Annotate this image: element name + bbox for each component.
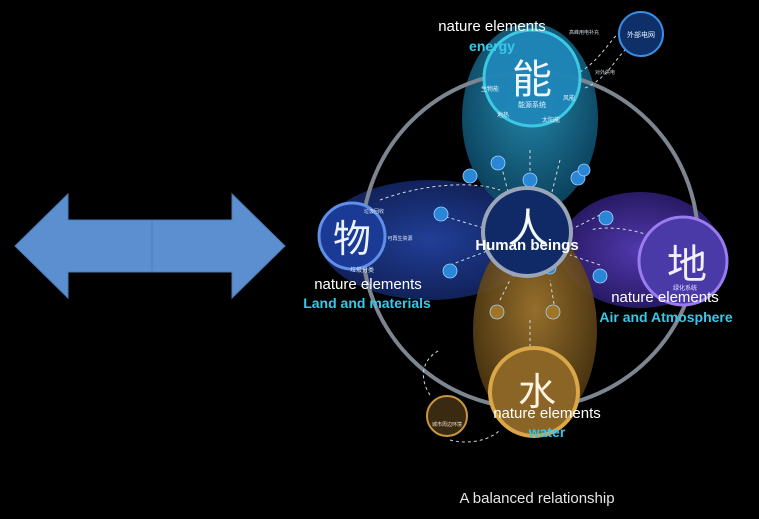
human-beings-label: Human beings [475, 237, 578, 254]
human-node: 人 Human beings [475, 186, 579, 278]
energy-small-1: 风能 [563, 94, 575, 102]
energy-small-0: 生物能 [481, 85, 499, 93]
svg-text:nature elements: nature elements [611, 289, 719, 306]
earth-char: 地 [667, 242, 707, 288]
water-char: 水 [518, 370, 556, 414]
svg-text:water: water [528, 424, 566, 440]
env-node: 城市周边环境 [426, 395, 468, 437]
double-arrow-icon [14, 192, 286, 300]
caption: A balanced relationship [459, 490, 614, 507]
material-sub: 垃圾分类 [350, 266, 374, 274]
svg-text:nature elements: nature elements [438, 18, 546, 35]
svg-text:energy: energy [469, 38, 515, 54]
material-char: 物 [333, 217, 371, 261]
svg-text:nature elements: nature elements [493, 405, 601, 422]
outer-grid-label: 外部电网 [627, 30, 655, 39]
label-energy: nature elements energy [438, 18, 546, 54]
outer-grid-link2: 对外供电 [595, 69, 615, 76]
energy-small-2: 地热 [497, 111, 509, 119]
env-label: 城市周边环境 [432, 421, 462, 428]
label-land: nature elements Land and materials [303, 276, 431, 311]
material-node: 物 垃圾分类 垃圾回收 可再生资源 [317, 201, 413, 274]
material-small-0: 垃圾回收 [364, 208, 384, 215]
earth-sub: 绿化系统 [673, 284, 697, 292]
material-small-1: 可再生资源 [387, 235, 412, 242]
svg-text:nature elements: nature elements [314, 276, 422, 293]
outer-grid-node: 外部电网 高峰用电补充 对外供电 [569, 11, 664, 76]
outer-grid-link: 高峰用电补充 [569, 29, 599, 36]
earth-node: 地 绿化系统 [637, 215, 729, 307]
svg-text:Land and materials: Land and materials [303, 295, 431, 311]
water-node: 水 [488, 346, 580, 438]
energy-small-3: 太阳能 [542, 116, 560, 124]
energy-node: 能 能源系统 生物能 风能 地热 太阳能 [481, 28, 582, 128]
human-char: 人 [508, 206, 548, 252]
land-region [320, 180, 540, 300]
label-water: nature elements water [493, 405, 601, 440]
energy-char: 能 [512, 57, 552, 103]
energy-sub: 能源系统 [518, 100, 546, 109]
svg-text:Air and Atmosphere: Air and Atmosphere [599, 309, 732, 325]
relay-dots [433, 155, 614, 320]
label-air: nature elements Air and Atmosphere [599, 289, 732, 325]
